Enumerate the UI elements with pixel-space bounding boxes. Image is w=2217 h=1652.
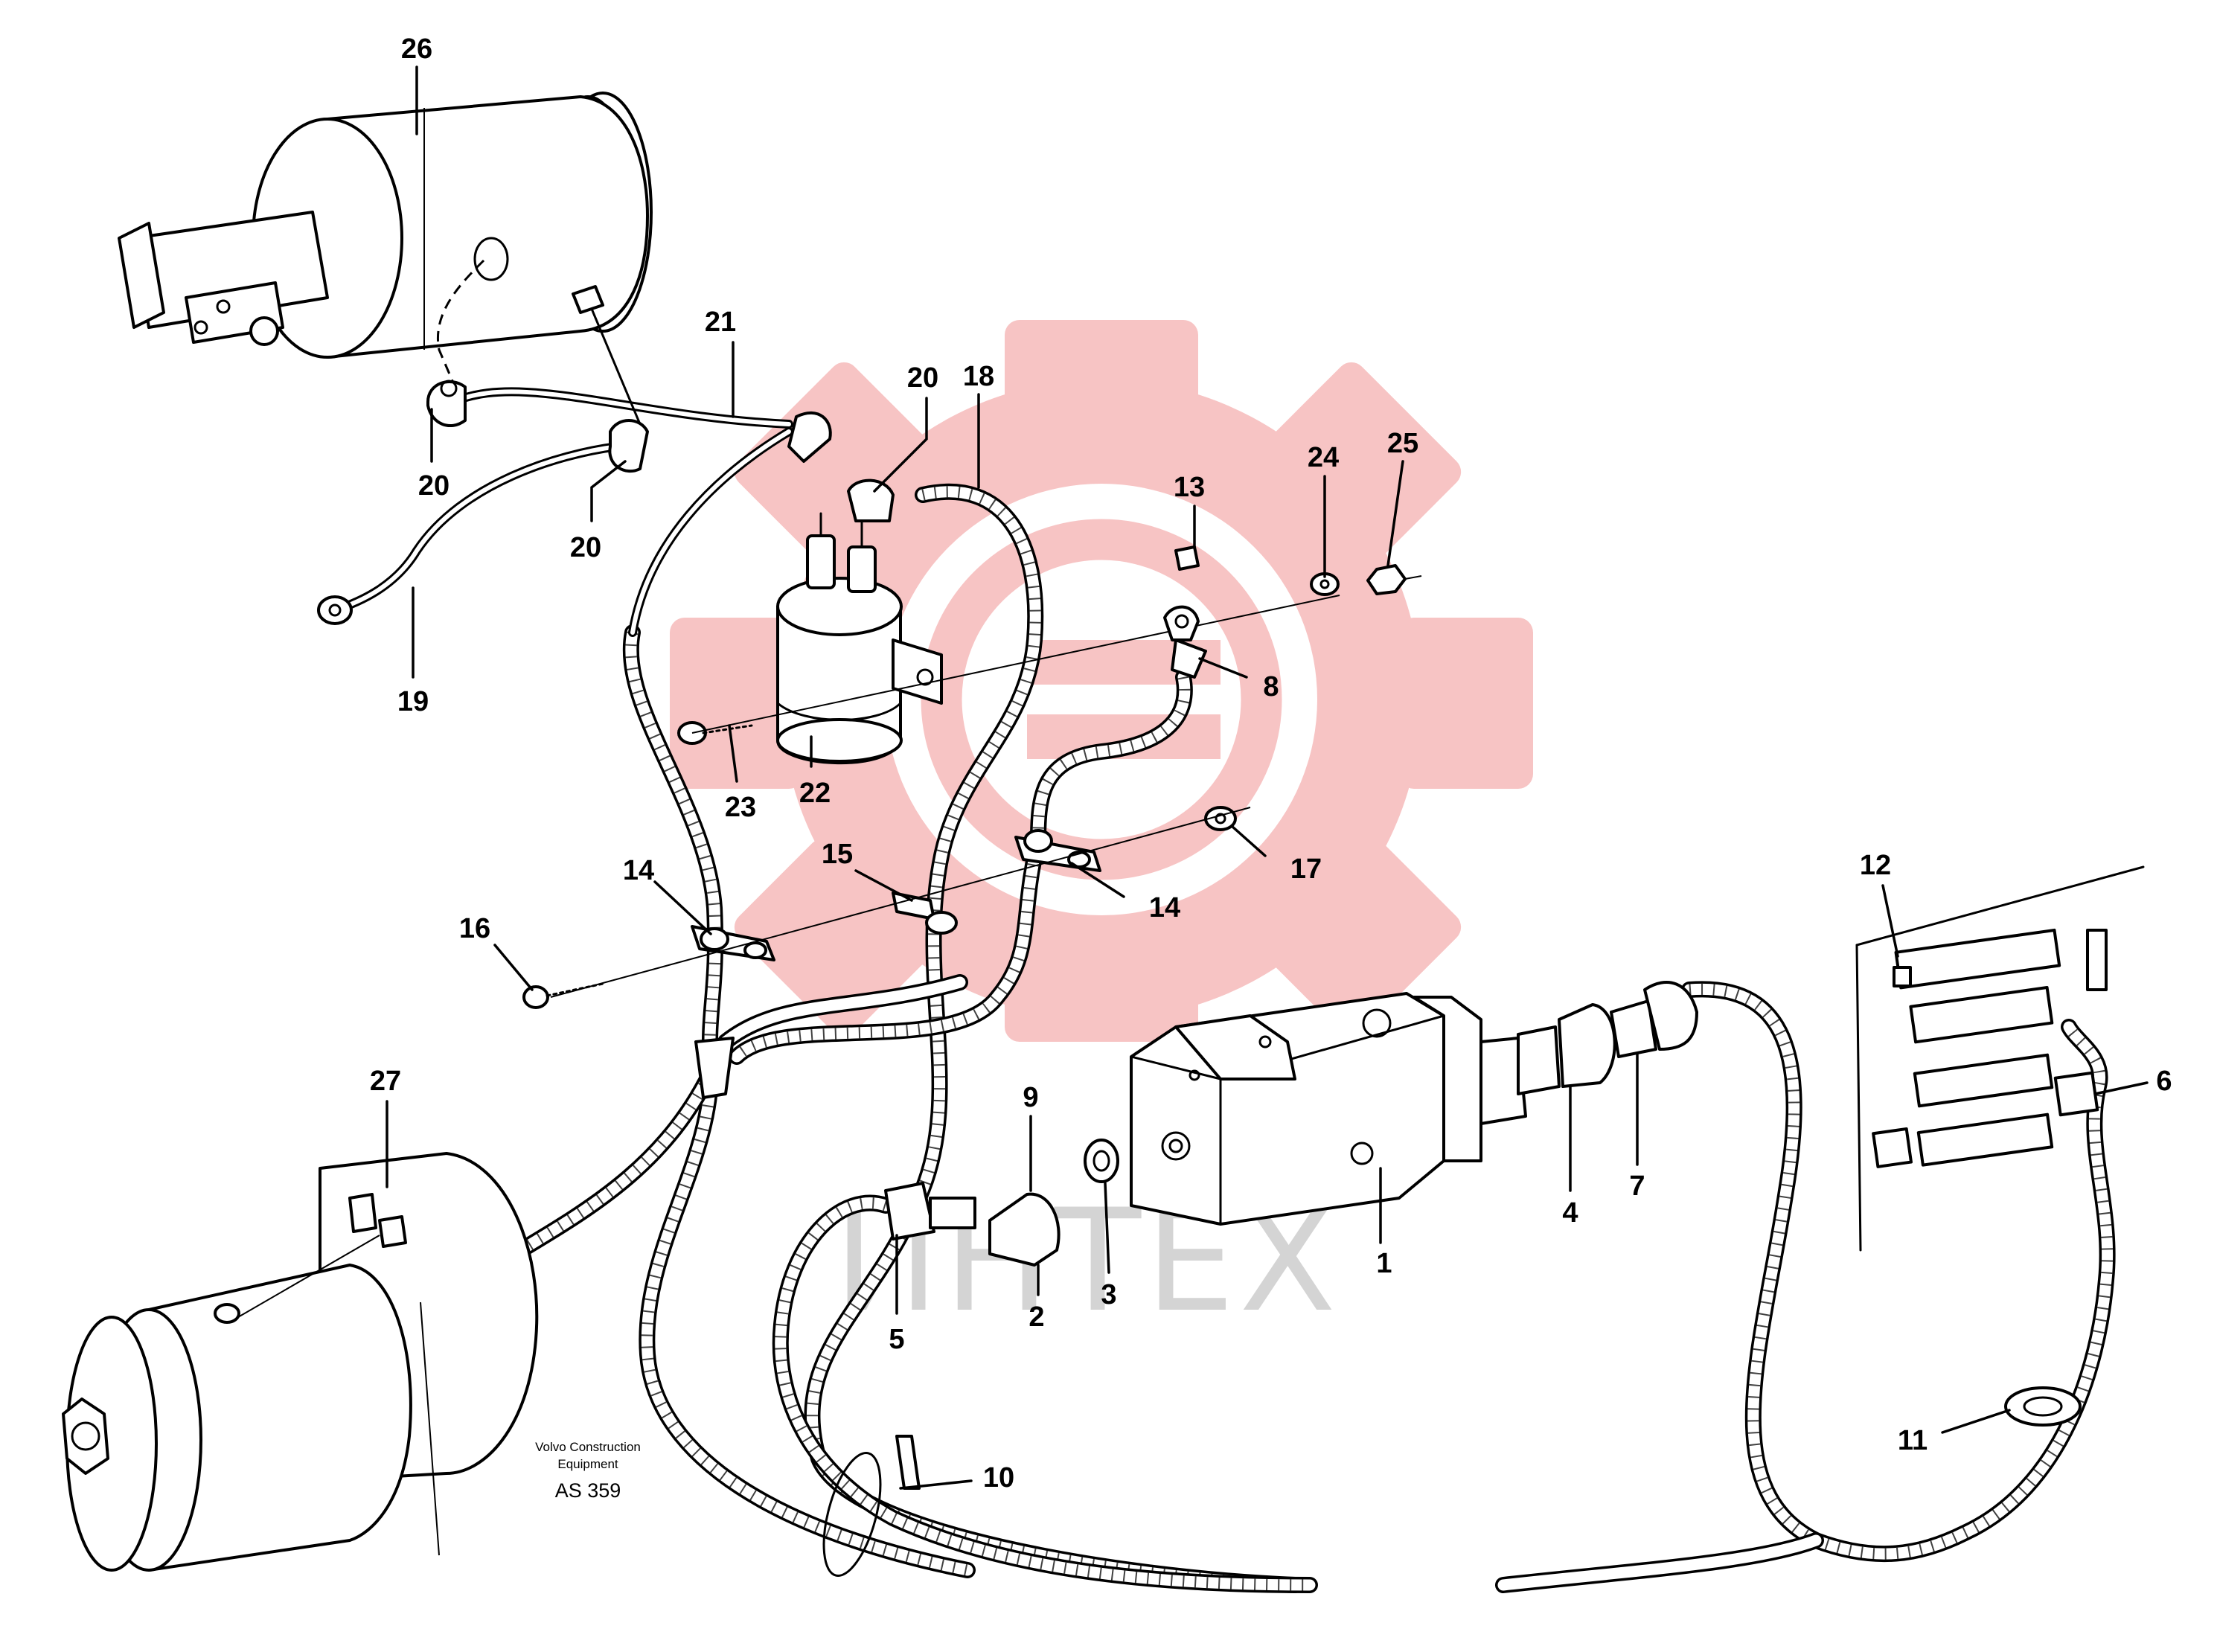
callout-16: 16 (459, 913, 490, 944)
callout-2: 2 (1028, 1302, 1044, 1333)
callouts: 26 21 20 18 20 20 13 24 25 19 8 23 22 17… (370, 33, 2172, 1493)
part-12-panel (1855, 865, 2145, 1252)
part-11-grommet (2004, 1386, 2082, 1427)
part-9-boot (988, 1192, 1060, 1267)
part-7-connector (1610, 981, 1698, 1058)
drawing-code: AS 359 (555, 1479, 621, 1502)
callout-21: 21 (705, 307, 736, 338)
callout-14: 14 (623, 855, 654, 886)
callout-14: 14 (1149, 892, 1180, 923)
terminal-eyelets (317, 380, 895, 625)
callout-3: 3 (1101, 1279, 1116, 1310)
callout-15: 15 (822, 839, 853, 870)
part-25-nut (1366, 564, 1422, 595)
leader-lines (386, 65, 2149, 1490)
callout-5: 5 (889, 1324, 904, 1355)
callout-27: 27 (370, 1066, 401, 1097)
callout-20: 20 (570, 532, 601, 563)
callout-7: 7 (1629, 1171, 1645, 1202)
part-26-motor (118, 92, 653, 426)
part-1-valve-block (1130, 992, 1527, 1226)
part-27-starter-motor (62, 1152, 539, 1572)
callout-1: 1 (1376, 1248, 1392, 1279)
part-8-lug (1163, 605, 1207, 679)
part-22-relay (776, 512, 943, 764)
callout-6: 6 (2156, 1066, 2172, 1097)
callout-10: 10 (983, 1462, 1014, 1493)
part-5-plug (884, 1182, 976, 1240)
callout-13: 13 (1174, 472, 1205, 503)
part-10-cable-tie (822, 1435, 921, 1578)
callout-24: 24 (1308, 442, 1339, 473)
caption-company-line2: Equipment (557, 1457, 618, 1471)
callout-25: 25 (1387, 428, 1418, 459)
drawing-caption: Volvo Construction Equipment AS 359 (535, 1440, 641, 1502)
part-13-clip (1174, 545, 1200, 571)
callout-20: 20 (418, 470, 450, 502)
callout-18: 18 (963, 361, 994, 392)
callout-12: 12 (1860, 850, 1891, 881)
callout-26: 26 (401, 33, 432, 65)
part-3-washer (1084, 1139, 1119, 1183)
clamps (522, 806, 1251, 1009)
part-4-fitting (1517, 1003, 1616, 1095)
callout-22: 22 (799, 778, 831, 809)
callout-9: 9 (1023, 1082, 1038, 1113)
callout-19: 19 (397, 686, 429, 717)
caption-company: Volvo Construction (535, 1440, 641, 1454)
callout-11: 11 (1898, 1425, 1928, 1456)
callout-17: 17 (1290, 854, 1322, 885)
callout-23: 23 (725, 792, 756, 823)
y-junction (694, 1037, 735, 1099)
callout-20: 20 (907, 362, 938, 394)
callout-4: 4 (1562, 1197, 1578, 1229)
callout-8: 8 (1263, 671, 1279, 702)
